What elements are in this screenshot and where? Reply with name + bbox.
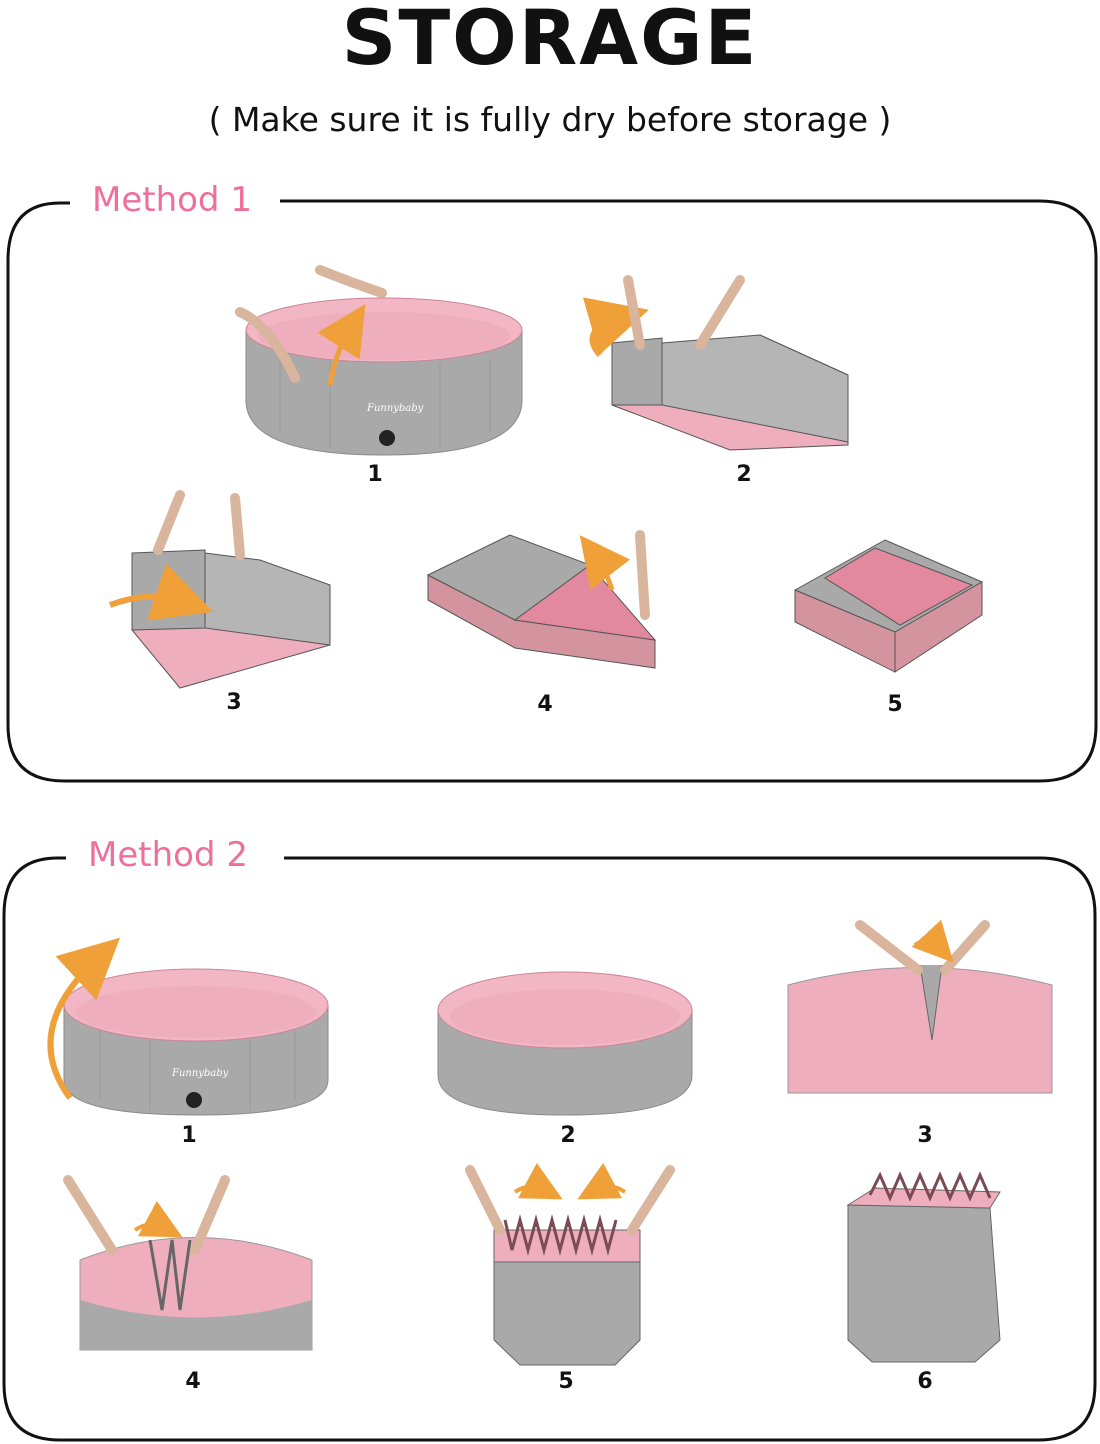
method2-label: Method 2 [74, 835, 262, 875]
page-title: STORAGE [341, 0, 759, 82]
m2-step4-pleats [63, 1175, 313, 1351]
method1-frame [6, 199, 1098, 783]
m1-step-label: 1 [367, 462, 383, 487]
m2-brand-text: Funnybaby [171, 1068, 229, 1079]
m1-step-label: 5 [887, 692, 903, 717]
m1-step3-fold [108, 490, 331, 689]
m2-step2-pool [437, 971, 693, 1116]
m2-step5-pleats [465, 1162, 675, 1366]
method1-label: Method 1 [78, 180, 266, 220]
m2-step-label: 5 [558, 1369, 574, 1394]
m1-step1-pool [235, 265, 523, 456]
m2-step-label: 2 [560, 1123, 576, 1148]
m2-step-label: 4 [185, 1369, 201, 1394]
method2-frame [2, 856, 1097, 1442]
m2-step-label: 1 [181, 1123, 197, 1148]
m1-brand-text: Funnybaby [366, 403, 424, 414]
m1-step-label: 4 [537, 692, 553, 717]
m1-step-label: 2 [736, 462, 752, 487]
m1-step4-stack [426, 530, 657, 669]
m2-step-label: 6 [917, 1369, 933, 1394]
page-subtitle: ( Make sure it is fully dry before stora… [208, 100, 892, 139]
m1-step-label: 3 [226, 690, 242, 715]
m1-step5-stack [793, 539, 984, 673]
m2-step-label: 3 [917, 1123, 933, 1148]
m1-step2-fold [582, 275, 849, 451]
m2-step1-pool [47, 937, 329, 1116]
m2-step3-wall [787, 919, 1053, 1094]
m2-step6-folded [846, 1171, 1001, 1363]
